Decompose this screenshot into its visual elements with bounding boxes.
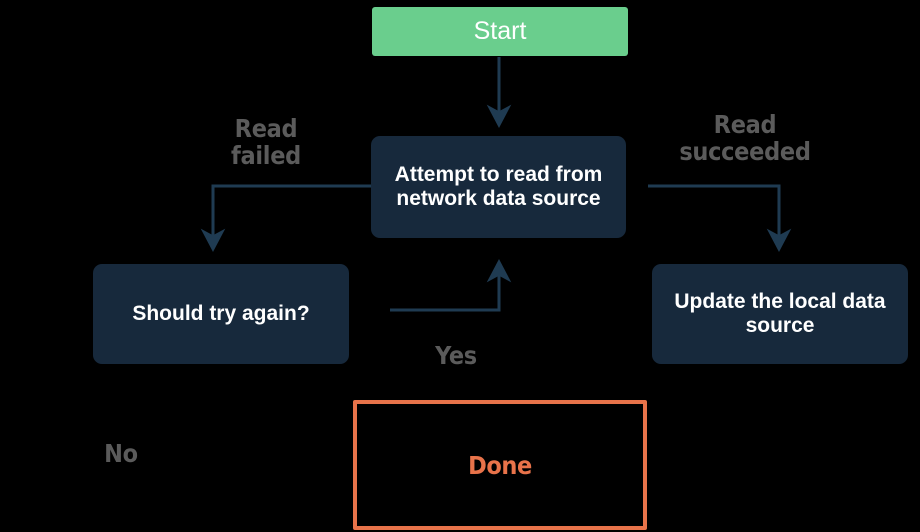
edge-label-no: No (104, 439, 138, 468)
edge-attempt-to-retry (200, 184, 371, 253)
edge-retry-yes-to-attempt (390, 258, 512, 312)
edge-label-read-succeeded: Read succeeded (679, 110, 811, 166)
node-update-local-data-source[interactable]: Update the local data source (652, 264, 908, 364)
edge-label-yes: Yes (435, 341, 477, 370)
node-should-try-again[interactable]: Should try again? (93, 264, 349, 364)
edge-label-read-failed: Read failed (231, 114, 301, 170)
node-start[interactable]: Start (372, 7, 628, 56)
node-done[interactable]: Done (353, 400, 647, 530)
node-attempt-read-network[interactable]: Attempt to read from network data source (371, 136, 626, 238)
edge-attempt-to-update (648, 184, 792, 253)
